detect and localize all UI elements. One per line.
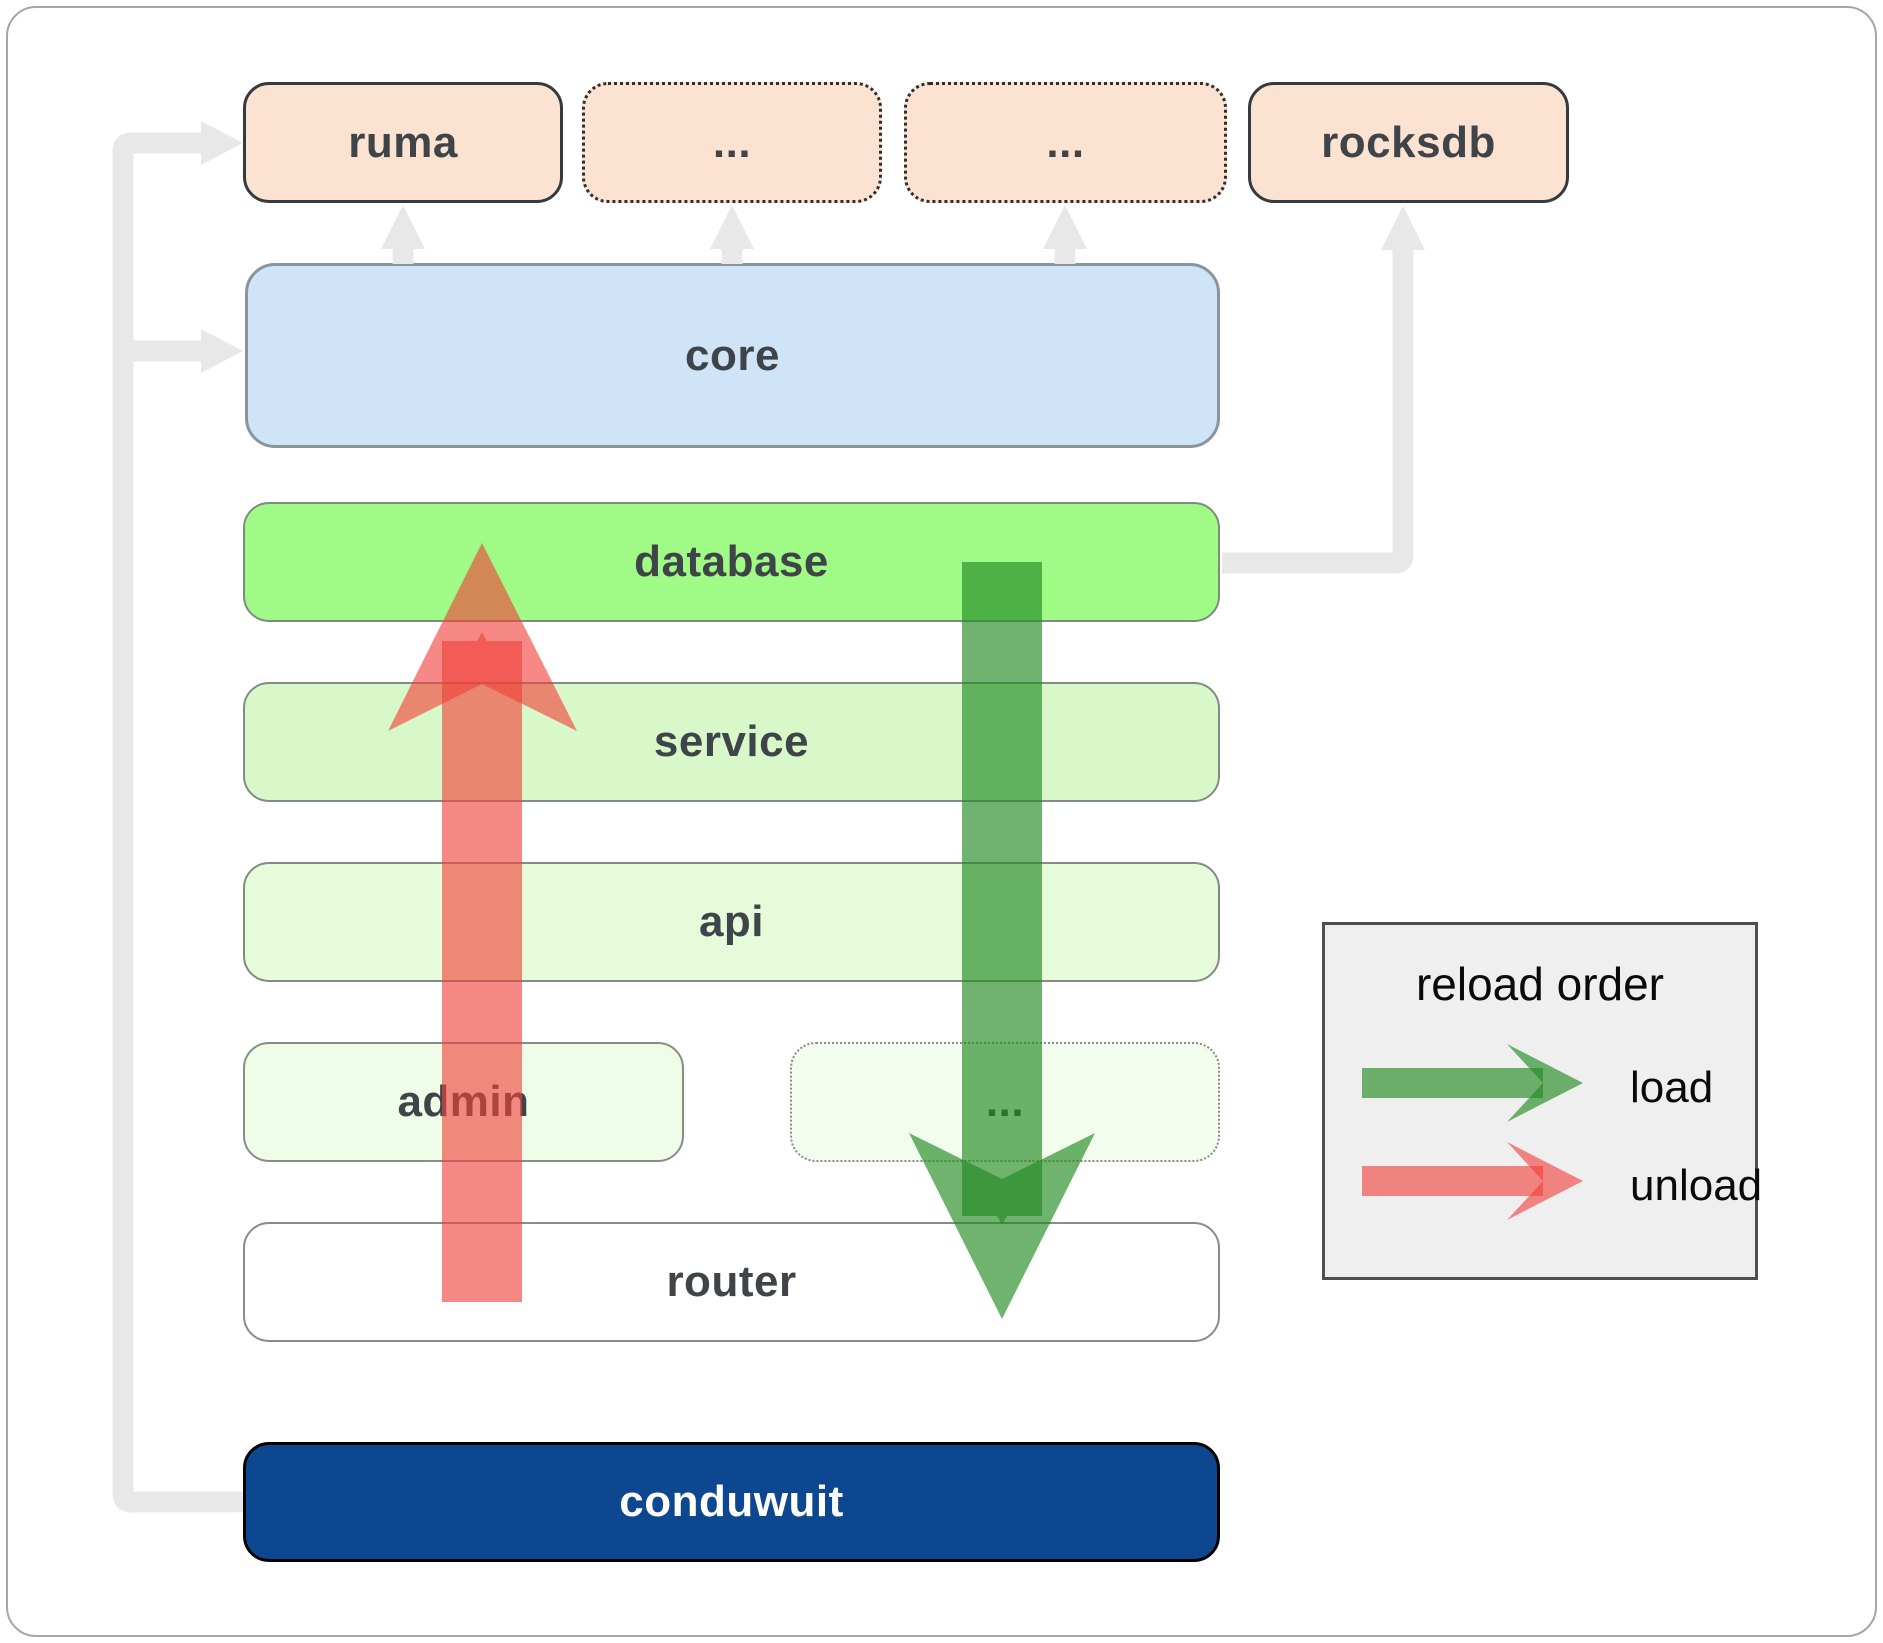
arrowhead-core-to-ellipsis1-icon: [710, 205, 754, 249]
diagram-frame: [6, 6, 1877, 1637]
node-conduwuit: conduwuit: [243, 1442, 1220, 1562]
node-database: database: [243, 502, 1220, 622]
legend-title: reload order: [1415, 958, 1665, 1010]
node-ellipsis-top-2: ...: [904, 82, 1227, 203]
arrowhead-into-ruma-icon: [201, 121, 243, 165]
edge-database-rocksdb-line: [1222, 249, 1414, 574]
edge-database-to-rocksdb: [1222, 206, 1425, 574]
arrowhead-core-to-ruma-icon: [381, 205, 425, 249]
edge-conduwuit-ruma-line: [112, 132, 243, 1513]
arrowhead-into-core-icon: [201, 329, 243, 373]
edges-core-to-top-row: [381, 205, 1087, 264]
node-ellipsis-bottom: ...: [790, 1042, 1220, 1162]
arrowhead-into-rocksdb-icon: [1381, 206, 1425, 250]
node-service: service: [243, 682, 1220, 802]
legend-unload-label: unload: [1630, 1161, 1763, 1210]
legend-panel: reload order load unload: [1322, 922, 1762, 1280]
node-ellipsis-top-1: ...: [582, 82, 882, 203]
arrowhead-core-to-ellipsis2-icon: [1043, 205, 1087, 249]
legend-load-label: load: [1630, 1063, 1714, 1112]
edge-conduwuit-to-ruma-and-core: [112, 121, 243, 1513]
node-api: api: [243, 862, 1220, 982]
node-admin: admin: [243, 1042, 684, 1162]
node-ruma: ruma: [243, 82, 563, 203]
node-core: core: [245, 263, 1220, 448]
node-router: router: [243, 1222, 1220, 1342]
node-rocksdb: rocksdb: [1248, 82, 1569, 203]
